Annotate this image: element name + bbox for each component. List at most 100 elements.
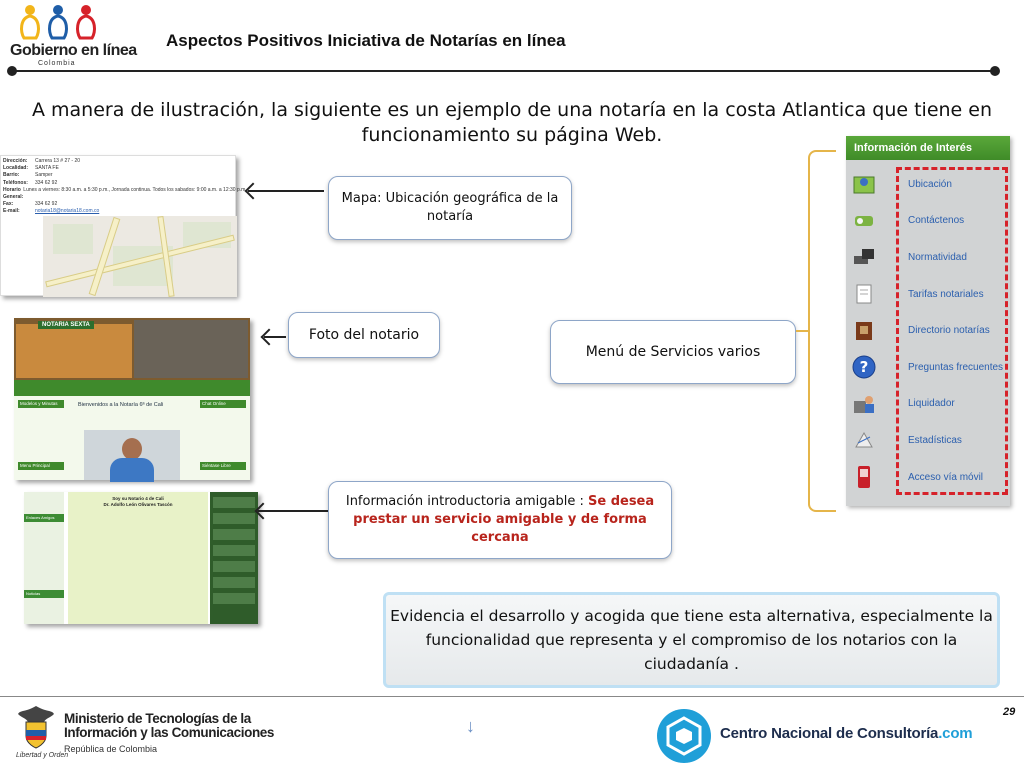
- contact-icon: [846, 210, 882, 232]
- news-item[interactable]: [213, 513, 255, 524]
- menu-item-movil[interactable]: Acceso vía móvil: [846, 459, 1010, 496]
- document-icon: [846, 283, 882, 305]
- sidebar-tab[interactable]: Chat Online: [200, 400, 246, 408]
- news-item[interactable]: [213, 545, 255, 556]
- info-row: Barrio:Samper: [3, 172, 225, 179]
- menu-item-normatividad[interactable]: Normatividad: [846, 239, 1010, 276]
- email-link[interactable]: notaria18@notaria18.com.co: [35, 208, 100, 215]
- callout-info: Información introductoria amigable : Se …: [328, 481, 672, 559]
- sidebar-tab[interactable]: Siéntase Libre: [200, 462, 246, 470]
- menu-item-label: Estadísticas: [908, 434, 962, 446]
- info-value: 334 62 92: [35, 201, 58, 208]
- news-item[interactable]: [213, 529, 255, 540]
- site-right-sidebar: Chat Online Siéntase Libre: [200, 400, 246, 478]
- page-title: Aspectos Positivos Iniciativa de Notaría…: [166, 31, 566, 50]
- left-tab[interactable]: Noticias: [24, 590, 64, 598]
- cnc-logo-icon: [657, 709, 711, 763]
- menu-item-label: Preguntas frecuentes: [908, 361, 1004, 373]
- mintic-subtext: República de Colombia: [64, 744, 158, 754]
- info-value: Carrera 13 # 27 - 20: [35, 158, 81, 164]
- map-pin-icon: [846, 173, 882, 195]
- info-row: Dirección: Carrera 13 # 27 - 20: [3, 158, 225, 165]
- info-value: SANTA FE: [35, 165, 59, 172]
- people-figures-icon: [20, 5, 96, 40]
- menu-item-label: Contáctenos: [908, 215, 965, 227]
- notary-photo: [84, 430, 180, 482]
- menu-item-liquidador[interactable]: Liquidador: [846, 386, 1010, 423]
- menu-item-preguntas[interactable]: ? Preguntas frecuentes: [846, 349, 1010, 386]
- info-key: Fax:: [3, 201, 14, 208]
- menu-item-label: Tarifas notariales: [908, 288, 984, 300]
- menu-item-label: Ubicación: [908, 178, 952, 190]
- arrow-left-icon: [248, 190, 324, 192]
- location-map[interactable]: [43, 215, 237, 298]
- info-value: Lunes a viernes: 8:30 a.m. a 5:30 p.m., …: [23, 186, 247, 193]
- notary-intro-screenshot: Enlaces Amigos Noticias Soy su Notario 4…: [24, 492, 258, 624]
- mintic-line-2: Información y las Comunicaciones: [64, 725, 275, 740]
- arrow-left-icon: [258, 510, 328, 512]
- intro-heading: Soy su Notario 4 de Cali: [112, 496, 164, 501]
- info-key: Teléfonos:: [3, 179, 28, 186]
- colombia-coat-of-arms-icon: [18, 706, 54, 749]
- info-row: Horario General:Lunes a viernes: 8:30 a.…: [3, 186, 247, 201]
- intro-center-column: Soy su Notario 4 de Cali Dr. Adolfo León…: [68, 492, 208, 624]
- svg-text:?: ?: [860, 358, 869, 376]
- down-arrow-icon: ↓: [466, 716, 475, 736]
- info-key: Localidad:: [3, 165, 29, 172]
- menu-item-label: Normatividad: [908, 251, 967, 263]
- info-key: Barrio:: [3, 172, 20, 179]
- logo-text: Gobierno en línea: [10, 42, 137, 59]
- site-banner: NOTARIA SEXTA: [14, 318, 250, 380]
- cnc-logo-text: Centro Nacional de Consultoría.com: [720, 725, 973, 742]
- intro-text: A manera de ilustración, la siguiente es…: [31, 99, 993, 146]
- chart-icon: [846, 429, 882, 451]
- arrow-left-icon: [264, 336, 286, 338]
- map-block: [53, 224, 93, 254]
- info-value: 334 62 92: [35, 179, 58, 186]
- menu-item-ubicacion[interactable]: Ubicación: [846, 166, 1010, 203]
- menu-item-label: Liquidador: [908, 398, 955, 410]
- sidebar-spacer: [18, 412, 64, 462]
- gobierno-en-linea-logo: Gobierno en línea Colombia: [8, 4, 137, 68]
- menu-list: Ubicación Contáctenos Normatividad Tarif…: [846, 166, 1010, 495]
- person-head: [122, 438, 142, 460]
- site-navbar[interactable]: [14, 380, 250, 396]
- evidence-box: Evidencia el desarrollo y acogida que ti…: [383, 592, 1000, 688]
- evidence-text: Evidencia el desarrollo y acogida que ti…: [390, 607, 993, 673]
- news-item[interactable]: [213, 561, 255, 572]
- callout-menu-text: Menú de Servicios varios: [585, 344, 761, 360]
- info-row: Fax: 334 62 92: [3, 201, 225, 208]
- menu-title: Información de Interés: [846, 136, 1010, 160]
- brace-connector: [796, 330, 810, 332]
- highlight-dashed-box: [896, 167, 1008, 495]
- person-body: [110, 458, 154, 482]
- info-key: Horario General:: [3, 186, 24, 201]
- mintic-line-1: Ministerio de Tecnologías de la: [64, 711, 251, 726]
- services-menu-panel: Información de Interés Ubicación Contáct…: [846, 136, 1010, 506]
- info-row: Teléfonos: 334 62 92: [3, 180, 225, 187]
- question-icon: ?: [846, 355, 882, 379]
- news-item[interactable]: [213, 577, 255, 588]
- sidebar-tab[interactable]: Menu Principal: [18, 462, 64, 470]
- callout-photo: Foto del notario: [288, 312, 440, 358]
- notary-sign: NOTARIA SEXTA: [38, 321, 94, 329]
- menu-item-tarifas[interactable]: Tarifas notariales: [846, 276, 1010, 313]
- left-tab[interactable]: Enlaces Amigos: [24, 514, 64, 522]
- header-divider: [12, 70, 996, 72]
- news-item[interactable]: [213, 593, 255, 604]
- scale-icon: [846, 246, 882, 268]
- info-row: E-mail:notaria18@notaria18.com.co: [3, 208, 225, 215]
- menu-item-directorio[interactable]: Directorio notarías: [846, 312, 1010, 349]
- menu-item-contactenos[interactable]: Contáctenos: [846, 203, 1010, 240]
- news-item[interactable]: [213, 497, 255, 508]
- welcome-text: Bienvenidos a la Notaría 6ª de Cali: [78, 402, 164, 408]
- intro-right-column: [210, 492, 258, 624]
- callout-map-text: Mapa: Ubicación geográfica de la notaría: [341, 191, 559, 224]
- menu-item-estadisticas[interactable]: Estadísticas: [846, 422, 1010, 459]
- info-key: Dirección:: [3, 158, 28, 164]
- sidebar-tab[interactable]: Modelos y Minutas: [18, 400, 64, 408]
- motto-text: Libertad y Orden: [16, 752, 69, 759]
- callout-info-plain-text: Información introductoria amigable :: [345, 494, 584, 509]
- logo-subtext: Colombia: [38, 60, 76, 67]
- callout-photo-text: Foto del notario: [308, 327, 420, 343]
